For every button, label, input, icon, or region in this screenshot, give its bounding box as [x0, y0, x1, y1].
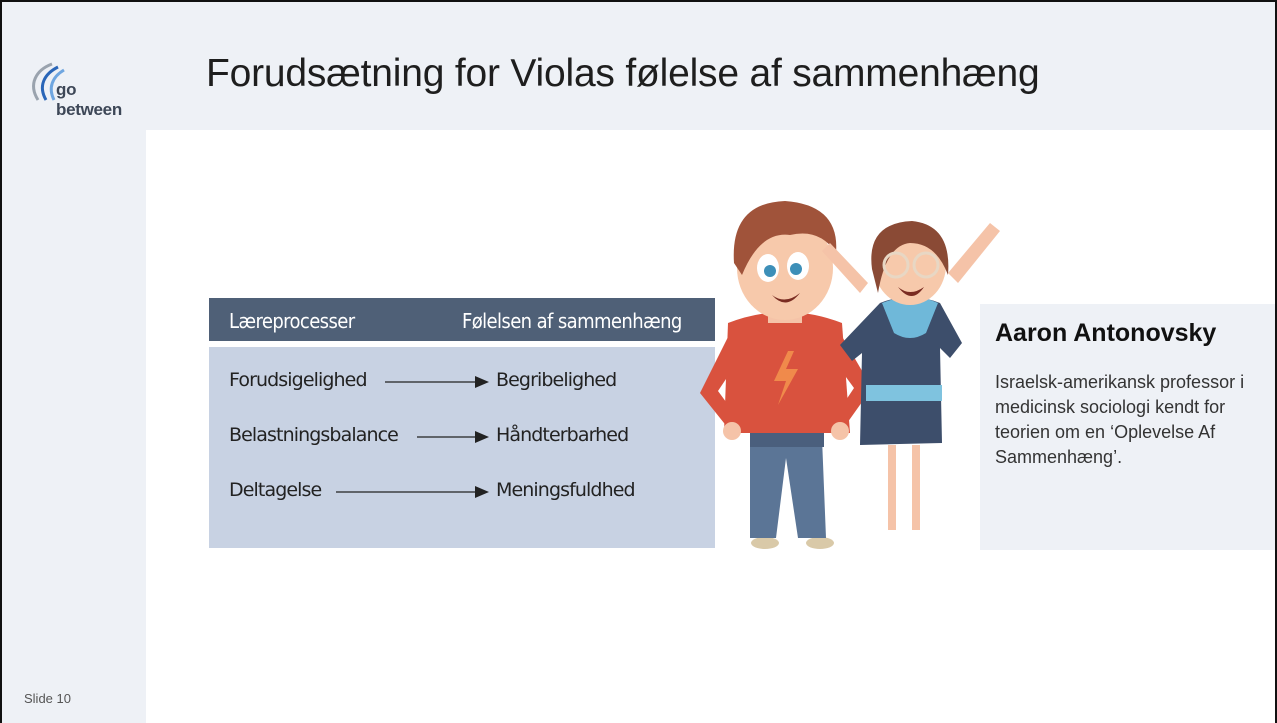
slide-number: Slide 10: [24, 691, 71, 706]
row-right-label: Håndterbarhed: [496, 424, 629, 446]
slide-header: Forudsætning for Violas følelse af samme…: [146, 2, 1275, 130]
table-row: Belastningsbalance Håndterbarhed: [209, 422, 715, 452]
row-left-label: Deltagelse: [229, 479, 322, 501]
bio-box: Aaron Antonovsky Israelsk-amerikansk pro…: [980, 304, 1275, 550]
go-between-logo: go between: [22, 60, 132, 119]
bio-text: Israelsk-amerikansk professor i medicins…: [995, 372, 1245, 467]
table-row: Deltagelse Meningsfuldhed: [209, 477, 715, 507]
arrow-right-icon: [336, 486, 489, 498]
row-right-label: Meningsfuldhed: [496, 479, 636, 501]
row-right-label: Begribelighed: [496, 369, 617, 391]
kids-illustration: [700, 201, 1000, 549]
arrow-right-icon: [385, 376, 489, 388]
girl-figure: [822, 221, 1000, 530]
table-row: Forudsigelighed Begribelighed: [209, 367, 715, 397]
table-body: Forudsigelighed Begribelighed Belastning…: [209, 347, 715, 548]
row-left-label: Belastningsbalance: [229, 424, 399, 446]
header-laereprocesser: Læreprocesser: [229, 309, 355, 333]
bio-name: Aaron Antonovsky: [995, 319, 1217, 347]
logo-text: go between: [56, 80, 122, 119]
table-header: Læreprocesser Følelsen af sammenhæng: [209, 298, 715, 341]
wave-logo-icon: [32, 62, 65, 101]
row-left-label: Forudsigelighed: [229, 369, 368, 391]
boy-figure: [700, 201, 872, 549]
sidebar: go between Slide 10: [2, 2, 146, 723]
header-foelelsen: Følelsen af sammenhæng: [462, 309, 682, 333]
slide-title: Forudsætning for Violas følelse af samme…: [206, 52, 1040, 95]
arrow-right-icon: [417, 431, 489, 443]
